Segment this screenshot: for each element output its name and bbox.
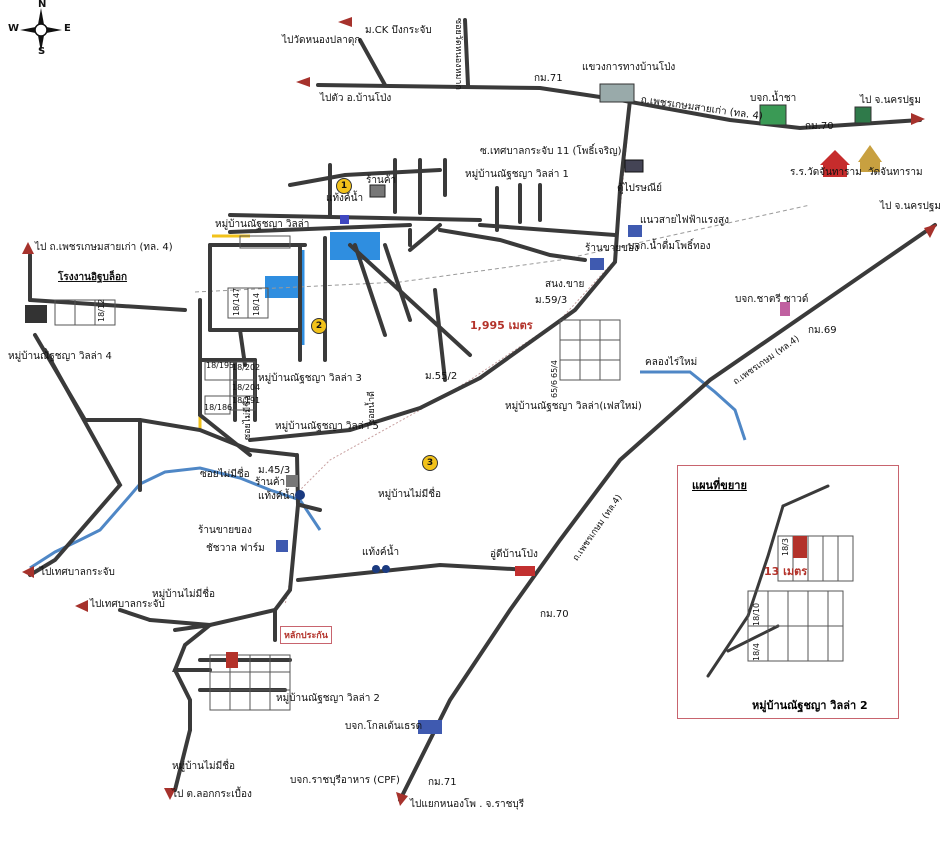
label-school: ร.ร.วัดจันทาราม	[790, 167, 862, 178]
rai-mai-canal	[640, 370, 747, 441]
label-wat-chan: วัดจันทาราม	[868, 167, 923, 178]
label-shop-kayong: ร้านขายของ	[585, 243, 639, 254]
label-post-box: ตู้ไปรษณีย์	[617, 183, 662, 194]
label-bkk-namchai: บจก.น้ำชา	[750, 93, 797, 104]
label-noname-left: หมู่บ้านไม่มีชื่อ	[152, 589, 215, 600]
label-charoen-farm: ชัชวาล ฟาร์ม	[206, 543, 265, 554]
label-to-old-petch-left: ไป ถ.เพชรเกษมสายเก่า (ทล. 4)	[35, 242, 173, 253]
label-village5: หมู่บ้านณัฐชญา วิลล่า 5	[275, 421, 379, 432]
label-snam: สนง.ขาย	[545, 279, 585, 290]
label-soi-mai-left: ซอยไม่มีชื่อ	[200, 469, 250, 480]
inset-caption: หมู่บ้านณัฐชญา วิลล่า 2	[752, 699, 868, 712]
label-to-kt-left: ไปเทศบาลกระจับ	[40, 567, 115, 578]
label-village1: หมู่บ้านณัฐชญา วิลล่า 1	[465, 169, 569, 180]
label-b18-12: 18/12	[97, 298, 106, 322]
label-noname3: หมู่บ้านไม่มีชื่อ	[378, 489, 441, 500]
label-to-nakhon-top: ไป จ.นครปฐม	[860, 95, 921, 106]
label-to-banpong: ไปตัว อ.บ้านโป่ง	[320, 93, 392, 104]
inset-b18-4: 18/4	[752, 643, 761, 661]
label-village4: หมู่บ้านณัฐชญา วิลล่า 4	[8, 351, 112, 362]
label-shop-top: ร้านค้า	[366, 175, 397, 186]
label-soi-mai-mid: ซอยไม่มีชื่อ	[243, 395, 253, 440]
inset-title: แผนที่ขยาย	[692, 479, 747, 492]
label-m453: ม.45/3	[258, 465, 291, 476]
inset-canvas	[706, 484, 854, 678]
compass-n: N	[38, 0, 47, 10]
highlight-plot	[226, 652, 238, 668]
label-village-phase: หมู่บ้านณัฐชญา วิลล่า(เฟสใหม่)	[505, 401, 642, 412]
label-landmark: หลักประกัน	[280, 626, 332, 644]
label-b18-195: 18/195	[206, 361, 235, 370]
label-m593: ม.59/3	[535, 295, 568, 306]
label-to-nongpho: ไปแยกหนองโพ . จ.ราชบุรี	[410, 799, 525, 810]
label-b18-14: 18/14	[252, 292, 261, 316]
label-m552: ม.55/2	[425, 371, 458, 382]
label-distance-main: 1,995 เมตร	[470, 319, 533, 332]
label-cpf: บจก.ราชบุรีอาหาร (CPF)	[290, 775, 400, 786]
label-km69: กม.69	[808, 325, 837, 336]
label-soi-watnong: ซอยวัดหนองหมาก	[453, 18, 463, 90]
label-bkk-namdum: บจก.น้ำดื่มโพธิ์ทอง	[628, 241, 711, 252]
label-shop-charoen: ร้านขายของ	[198, 525, 252, 536]
label-noname-bot: หมู่บ้านไม่มีชื่อ	[172, 761, 235, 772]
label-b65-6: 65/6	[550, 380, 559, 398]
label-to-kt-left2: ไปเทศบาลกระจับ	[90, 599, 165, 610]
label-factory: โรงงานอิฐบล็อก	[58, 272, 128, 283]
direction-arrows	[22, 17, 937, 806]
label-km71-top: กม.71	[534, 73, 563, 84]
marker-1: 1	[336, 178, 352, 194]
compass-w: W	[8, 23, 20, 34]
inset-distance: 13 เมตร	[764, 565, 808, 578]
roads	[28, 18, 937, 802]
label-b18-191: 18/191	[232, 396, 261, 405]
label-b18-204: 18/204	[232, 383, 261, 392]
marker-3: 3	[422, 455, 438, 471]
compass-s: S	[38, 46, 46, 57]
label-shop-left: ร้านค้า	[255, 477, 286, 488]
inset-b18-10: 18/10	[752, 602, 761, 626]
label-km70-top: กม.70	[805, 121, 834, 132]
compass-e: E	[64, 23, 71, 34]
label-b18-147: 18/147	[232, 287, 241, 316]
pond-2	[265, 276, 303, 298]
map-icons	[25, 83, 882, 734]
inset-map: แผนที่ขยาย 18/3 18/10 18/4 13 เมตร หมู่บ…	[677, 465, 899, 719]
label-bkk-global: บจก.โกลเด้นเธรด	[345, 721, 423, 732]
label-kt11: ซ.เทศบาลกระจับ 11 (โพธิ์เจริญ)	[480, 146, 622, 157]
compass-rose	[20, 8, 62, 52]
plot-grids	[54, 235, 621, 711]
label-water-tank-top: แท้งค์น้ำ	[326, 193, 364, 204]
label-to-nakhon-mid: ไป จ.นครปฐม	[880, 201, 941, 212]
inset-b18-3: 18/3	[781, 538, 790, 556]
label-b18-186: 18/186	[204, 403, 233, 412]
label-ck: ม.CK บึงกระจับ	[365, 25, 432, 36]
label-electric: แนวสายไฟฟ้าแรงสูง	[640, 215, 729, 226]
label-soi-namdi: ซอยน้ำดี	[367, 391, 377, 425]
label-km70-bot: กม.70	[540, 609, 569, 620]
label-post-banpong: อู่ดีบ้านโป่ง	[490, 549, 538, 560]
marker-2: 2	[311, 318, 327, 334]
canal-river	[29, 466, 322, 570]
label-bkk-charlie: บจก.ชาตรี ซาวด์	[735, 294, 809, 305]
label-highway-dept: แขวงการทางบ้านโป่ง	[582, 62, 676, 73]
label-b18-202: 18/202	[232, 363, 261, 372]
label-village3: หมู่บ้านณัฐชญา วิลล่า 3	[258, 373, 362, 384]
label-km71-bot: กม.71	[428, 777, 457, 788]
label-to-talkra: ไป ต.ลอกกระเบื้อง	[172, 789, 252, 800]
label-village-top: หมู่บ้านณัฐชญา วิลล่า	[215, 219, 310, 230]
label-b65-4: 65/4	[550, 360, 559, 378]
label-tank-mid: แท้งค์น้ำ	[362, 547, 400, 558]
label-village2: หมู่บ้านณัฐชญา วิลล่า 2	[276, 693, 380, 704]
label-wat-nongpla: ไปวัดหนองปลาดุก	[282, 35, 361, 46]
label-tank-left: แท้งค์น้ำ	[258, 491, 296, 502]
label-canal: คลองไร่ใหม่	[645, 357, 698, 368]
